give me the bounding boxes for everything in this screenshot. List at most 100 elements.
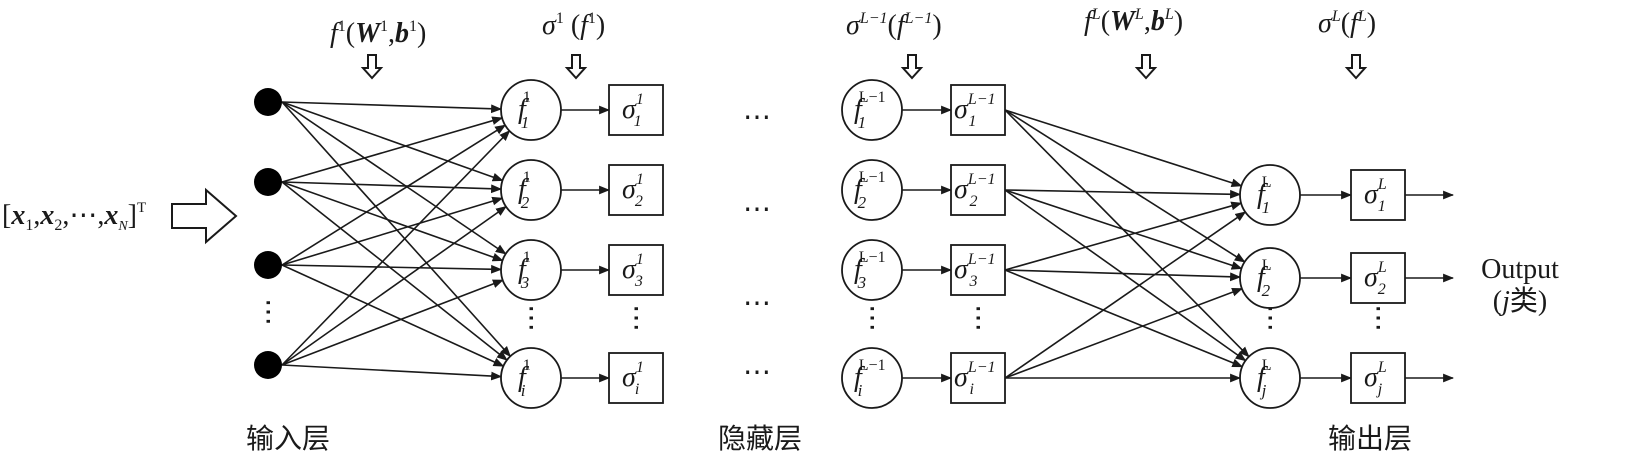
vertical-ellipsis: ⋯ <box>253 298 284 326</box>
edge <box>281 181 504 262</box>
edge <box>281 196 504 266</box>
activation-box <box>1350 252 1406 304</box>
edge <box>281 101 503 114</box>
hidden-ellipsis: ⋯ <box>743 102 771 133</box>
edge <box>281 181 503 194</box>
edge <box>281 130 511 366</box>
edge <box>281 101 507 255</box>
top-label-sigma1: σ1 (f1) <box>542 10 605 41</box>
neuron-node <box>500 347 562 409</box>
input-arrow-icon <box>171 187 238 245</box>
top-label-sigmaL: σL(fL) <box>1318 8 1376 39</box>
edge <box>1004 201 1243 271</box>
hidden-layer-label: 隐藏层 <box>718 422 802 455</box>
input-layer-label: 输入层 <box>246 422 330 455</box>
edge <box>281 101 512 358</box>
output-label: Output <box>1481 254 1559 285</box>
edge <box>281 264 505 367</box>
activation-box <box>608 84 664 136</box>
edge <box>281 181 508 361</box>
top-label-f1-W1-b1: f1(W1,b1) <box>330 18 426 49</box>
vertical-ellipsis: ⋯ <box>516 304 547 332</box>
edge <box>281 264 503 274</box>
edge <box>281 101 504 182</box>
activation-box <box>950 352 1006 404</box>
edge <box>1004 269 1244 368</box>
activation-box <box>1350 352 1406 404</box>
down-arrow-icon <box>1344 54 1368 80</box>
input-node <box>254 88 282 116</box>
top-label-sigmaL1: σL−1(fL−1) <box>846 10 942 41</box>
neuron-node <box>500 79 562 141</box>
vertical-ellipsis: ⋯ <box>1255 304 1286 332</box>
top-label-fL-WL-bL: fL(WL,bL) <box>1084 6 1183 37</box>
output-layer-label: 输出层 <box>1328 422 1412 455</box>
vertical-ellipsis: ⋯ <box>1363 304 1394 332</box>
edge <box>281 116 504 183</box>
edge <box>1004 109 1250 358</box>
activation-box <box>950 244 1006 296</box>
hidden-ellipsis: ⋯ <box>743 194 771 225</box>
activation-box <box>950 84 1006 136</box>
input-node <box>254 351 282 379</box>
vertical-ellipsis: ⋯ <box>621 304 652 332</box>
down-arrow-icon <box>564 54 588 80</box>
edge <box>281 205 507 366</box>
edge <box>1004 109 1246 263</box>
input-vector: [x1,x2,⋯,xN]T <box>2 200 146 234</box>
down-arrow-icon <box>360 54 384 80</box>
down-arrow-icon <box>1134 54 1158 80</box>
edge <box>1004 189 1243 270</box>
vertical-ellipsis: ⋯ <box>963 304 994 332</box>
edge <box>1004 189 1247 362</box>
input-node <box>254 251 282 279</box>
down-arrow-icon <box>900 54 924 80</box>
edge <box>1004 109 1243 188</box>
activation-box <box>608 244 664 296</box>
activation-box <box>950 164 1006 216</box>
connections <box>281 101 1250 383</box>
activation-box <box>608 164 664 216</box>
neuron-node <box>500 159 562 221</box>
hidden-ellipsis: ⋯ <box>743 288 771 319</box>
edge <box>1004 211 1247 379</box>
input-node <box>254 168 282 196</box>
edge <box>1004 189 1242 199</box>
activation-box <box>608 352 664 404</box>
edge <box>1004 269 1242 282</box>
neuron-node <box>500 239 562 301</box>
edge <box>281 124 507 266</box>
vertical-ellipsis: ⋯ <box>857 304 888 332</box>
edge <box>281 364 503 381</box>
edge <box>281 279 504 366</box>
hidden-ellipsis: ⋯ <box>743 357 771 388</box>
edge <box>1004 287 1243 379</box>
output-class-label: (j类) <box>1493 284 1547 317</box>
vertical-ellipses: ⋯ ⋯ ⋯ ⋯ ⋯ ⋯ ⋯ <box>253 298 1394 332</box>
